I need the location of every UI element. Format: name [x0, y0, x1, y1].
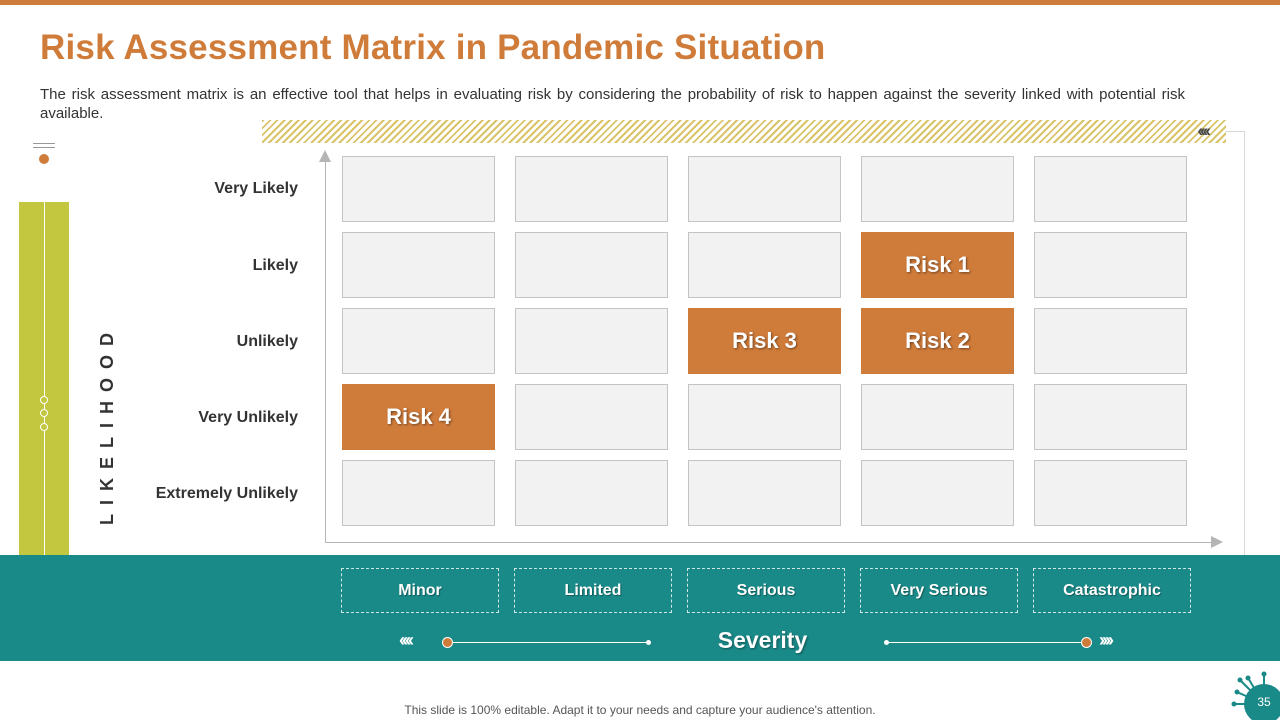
matrix-cell: [1034, 384, 1187, 450]
slide-title: Risk Assessment Matrix in Pandemic Situa…: [40, 28, 826, 67]
severity-label: Minor: [341, 568, 499, 613]
risk-cell: Risk 2: [861, 308, 1014, 374]
matrix-cell: [342, 232, 495, 298]
matrix-cell: [861, 156, 1014, 222]
top-accent-rule: [0, 0, 1280, 5]
matrix-cell: [515, 308, 668, 374]
matrix-cell: [515, 156, 668, 222]
risk-cell: Risk 3: [688, 308, 841, 374]
matrix-cell: [861, 384, 1014, 450]
decor-ticks: [33, 143, 55, 151]
matrix-cell: [1034, 156, 1187, 222]
severity-label: Very Serious: [860, 568, 1018, 613]
likelihood-label: Unlikely: [236, 333, 298, 350]
decor-line: [44, 160, 45, 560]
matrix-cell: [688, 232, 841, 298]
likelihood-label: Likely: [252, 257, 298, 274]
decor-dot-ring: [40, 396, 48, 404]
matrix-cell: [688, 156, 841, 222]
matrix-cell: [515, 460, 668, 526]
y-axis-arrow-icon: [319, 150, 331, 162]
severity-line-right: [887, 642, 1082, 643]
decor-dot-ring: [40, 423, 48, 431]
matrix-cell: [515, 384, 668, 450]
severity-dot: [884, 640, 889, 645]
hatched-banner: ‹‹‹‹: [262, 120, 1226, 143]
severity-dot: [646, 640, 651, 645]
severity-dot: [442, 637, 453, 648]
severity-line-left: [453, 642, 649, 643]
likelihood-label: Extremely Unlikely: [155, 485, 298, 502]
severity-axis-label: Severity: [717, 627, 808, 653]
y-axis-line: [325, 160, 326, 543]
footer-note: This slide is 100% editable. Adapt it to…: [404, 703, 876, 717]
x-axis-line: [325, 542, 1213, 543]
virus-icon: [1231, 671, 1280, 720]
matrix-cell: [342, 460, 495, 526]
matrix-cell: [688, 460, 841, 526]
matrix-cell: [515, 232, 668, 298]
severity-label: Limited: [514, 568, 672, 613]
decor-dot-ring: [40, 409, 48, 417]
matrix-cell: [1034, 460, 1187, 526]
severity-band: [0, 555, 1280, 661]
severity-label: Serious: [687, 568, 845, 613]
chevrons-left-icon: ‹‹‹‹: [1197, 121, 1211, 140]
matrix-cell: [1034, 308, 1187, 374]
frame-line-top: [1226, 131, 1245, 132]
matrix-cell: [342, 308, 495, 374]
chevrons-left-icon: ‹‹‹‹: [399, 630, 414, 650]
matrix-cell: [342, 156, 495, 222]
matrix-cell: [861, 460, 1014, 526]
x-axis-arrow-icon: [1211, 536, 1223, 548]
likelihood-label: Very Unlikely: [198, 409, 298, 426]
chevrons-right-icon: ››››: [1099, 630, 1114, 650]
likelihood-axis-label: LIKELIHOOD: [97, 324, 117, 526]
severity-dot: [1081, 637, 1092, 648]
slide-subtitle: The risk assessment matrix is an effecti…: [40, 86, 1185, 122]
likelihood-label: Very Likely: [214, 180, 298, 197]
page-number: 35: [1257, 695, 1271, 709]
frame-line-right: [1244, 131, 1245, 555]
risk-cell: Risk 1: [861, 232, 1014, 298]
risk-cell: Risk 4: [342, 384, 495, 450]
severity-label: Catastrophic: [1033, 568, 1191, 613]
matrix-cell: [688, 384, 841, 450]
matrix-cell: [1034, 232, 1187, 298]
decor-dot-orange: [39, 154, 49, 164]
